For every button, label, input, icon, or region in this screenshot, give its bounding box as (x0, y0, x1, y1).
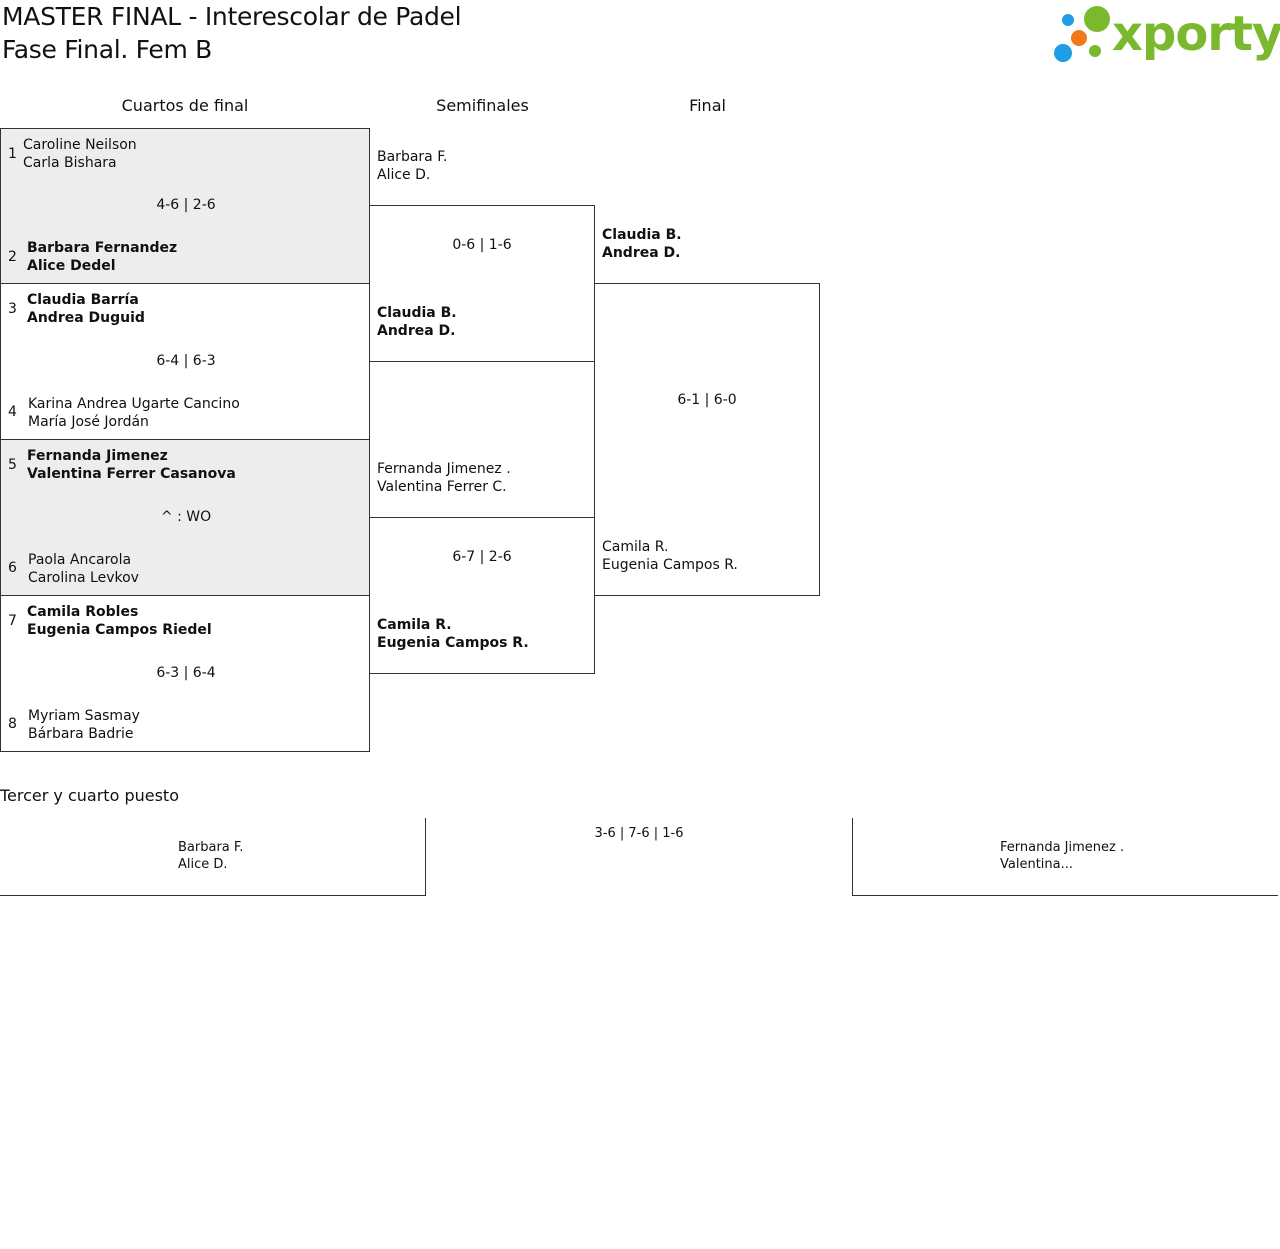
seed-number: 2 (8, 249, 17, 265)
quarterfinal-match-2: 3 Claudia Barría Andrea Duguid 6-4 | 6-3… (0, 283, 370, 440)
quarterfinal-match-3: 5 Fernanda Jimenez Valentina Ferrer Casa… (0, 439, 370, 596)
semifinal-match-1: 0-6 | 1-6 Claudia B. Andrea D. (369, 205, 595, 362)
xporty-logo: xporty (1050, 4, 1280, 68)
player-name: Barbara F. (178, 840, 244, 855)
round-title-final: Final (689, 96, 726, 115)
team-names-winner: Claudia Barría Andrea Duguid (27, 291, 145, 327)
player-name: Claudia B. (602, 227, 682, 243)
match-score: 0-6 | 1-6 (452, 237, 512, 253)
player-name: Claudia B. (377, 305, 457, 321)
player-name: Barbara Fernandez (27, 240, 178, 256)
final-bottom-team: Camila R. Eugenia Campos R. (602, 538, 738, 574)
semifinal-2-top-team: Fernanda Jimenez . Valentina Ferrer C. (377, 460, 511, 496)
round-title-semifinals: Semifinales (436, 96, 529, 115)
page-subtitle: Fase Final. Fem B (2, 35, 213, 64)
semifinal-1-top-team: Barbara F. Alice D. (377, 148, 447, 184)
seed-number: 6 (8, 560, 17, 576)
round-title-quarterfinals: Cuartos de final (121, 96, 249, 115)
player-name: Alice D. (377, 167, 431, 183)
third-place-score: 3-6 | 7-6 | 1-6 (594, 826, 684, 841)
player-name: Valentina Ferrer C. (377, 479, 507, 495)
page-title: MASTER FINAL - Interescolar de Padel (2, 2, 462, 31)
player-name: Andrea Duguid (27, 310, 145, 326)
team-names-winner: Fernanda Jimenez Valentina Ferrer Casano… (27, 447, 236, 483)
team-names-winner: Camila Robles Eugenia Campos Riedel (27, 603, 212, 639)
player-name: Eugenia Campos R. (377, 635, 529, 651)
seed-number: 5 (8, 457, 17, 473)
player-name: Alice Dedel (27, 258, 116, 274)
player-name: Carolina Levkov (28, 570, 139, 586)
final-top-team-winner: Claudia B. Andrea D. (602, 226, 682, 262)
seed-number: 8 (8, 716, 17, 732)
team-names-winner: Barbara Fernandez Alice Dedel (27, 239, 177, 275)
match-score: ^ : WO (160, 509, 212, 525)
player-name: Bárbara Badrie (28, 726, 134, 742)
seed-number: 3 (8, 301, 17, 317)
match-score: 4-6 | 2-6 (156, 197, 216, 213)
seed-number: 4 (8, 404, 17, 420)
third-place-left-team-box: Barbara F. Alice D. (0, 818, 426, 896)
team-names: Karina Andrea Ugarte Cancino María José … (28, 395, 240, 431)
player-name: Caroline Neilson (23, 137, 137, 153)
logo-dots-icon (1054, 6, 1110, 62)
seed-number: 7 (8, 613, 17, 629)
player-name: Paola Ancarola (28, 552, 132, 568)
team-names: Caroline Neilson Carla Bishara (23, 136, 137, 172)
player-name: Eugenia Campos Riedel (27, 622, 212, 638)
player-name: Barbara F. (377, 149, 448, 165)
team-names-winner: Claudia B. Andrea D. (377, 304, 457, 340)
player-name: Carla Bishara (23, 155, 117, 171)
player-name: Andrea D. (602, 245, 681, 261)
match-score: 6-1 | 6-0 (677, 392, 737, 408)
match-score: 6-7 | 2-6 (452, 549, 512, 565)
player-name: Andrea D. (377, 323, 456, 339)
player-name: Camila Robles (27, 604, 139, 620)
player-name: Myriam Sasmay (28, 708, 140, 724)
third-place-right-team-box: Fernanda Jimenez . Valentina... (852, 818, 1278, 896)
team-names: Myriam Sasmay Bárbara Badrie (28, 707, 140, 743)
third-place-title: Tercer y cuarto puesto (0, 786, 179, 805)
team-names: Barbara F. Alice D. (178, 839, 243, 873)
match-score: 6-4 | 6-3 (156, 353, 216, 369)
quarterfinal-match-1: 1 Caroline Neilson Carla Bishara 4-6 | 2… (0, 128, 370, 284)
player-name: Fernanda Jimenez (27, 448, 168, 464)
player-name: Karina Andrea Ugarte Cancino (28, 396, 240, 412)
player-name: Alice D. (178, 857, 228, 872)
final-match: 6-1 | 6-0 Camila R. Eugenia Campos R. (594, 283, 820, 596)
seed-number: 1 (8, 146, 17, 162)
team-names-winner: Camila R. Eugenia Campos R. (377, 616, 529, 652)
player-name: Claudia Barría (27, 292, 139, 308)
player-name: María José Jordán (28, 414, 149, 430)
quarterfinal-match-4: 7 Camila Robles Eugenia Campos Riedel 6-… (0, 595, 370, 752)
player-name: Valentina Ferrer Casanova (27, 466, 236, 482)
player-name: Camila R. (602, 539, 669, 555)
team-names: Paola Ancarola Carolina Levkov (28, 551, 139, 587)
player-name: Fernanda Jimenez . (1000, 840, 1125, 855)
player-name: Fernanda Jimenez . (377, 461, 511, 477)
team-names: Fernanda Jimenez . Valentina... (1000, 839, 1124, 873)
player-name: Camila R. (377, 617, 452, 633)
semifinal-match-2: 6-7 | 2-6 Camila R. Eugenia Campos R. (369, 517, 595, 674)
player-name: Valentina... (1000, 857, 1074, 872)
match-score: 6-3 | 6-4 (156, 665, 216, 681)
player-name: Eugenia Campos R. (602, 557, 738, 573)
logo-text: xporty (1112, 6, 1280, 62)
